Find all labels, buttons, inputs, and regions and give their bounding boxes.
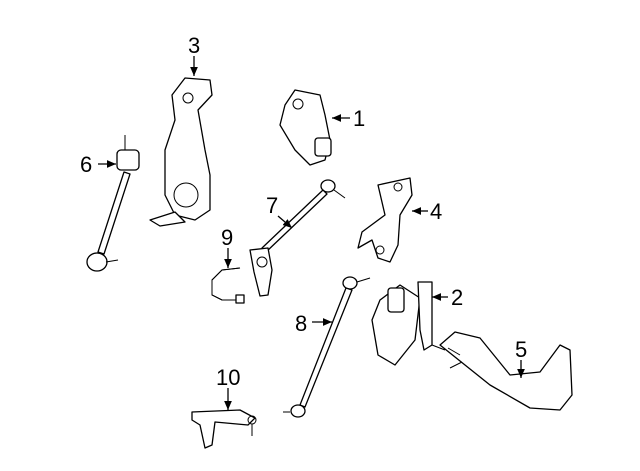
callout-9: 9 [221, 225, 233, 250]
callout-3: 3 [188, 33, 200, 58]
callout-5: 5 [515, 337, 527, 362]
callout-1: 1 [353, 106, 365, 131]
part-5-bracket[interactable] [439, 331, 573, 411]
callout-arrows [98, 56, 525, 410]
part-2-sensor[interactable] [371, 281, 446, 366]
callout-4: 4 [430, 199, 442, 224]
callout-7: 7 [266, 193, 278, 218]
part-7-link[interactable] [249, 179, 346, 297]
part-6-link[interactable] [86, 135, 140, 272]
part-10-bracket[interactable] [191, 409, 257, 449]
part-9-harness[interactable] [211, 267, 245, 304]
part-1-sensor[interactable] [279, 89, 332, 166]
callout-2: 2 [451, 285, 463, 310]
part-4-bracket[interactable] [357, 177, 413, 263]
callout-8: 8 [295, 311, 307, 336]
part-3-bracket[interactable] [149, 77, 213, 227]
callout-6: 6 [80, 152, 92, 177]
part-8-link[interactable] [283, 276, 371, 418]
callout-10: 10 [216, 365, 240, 390]
